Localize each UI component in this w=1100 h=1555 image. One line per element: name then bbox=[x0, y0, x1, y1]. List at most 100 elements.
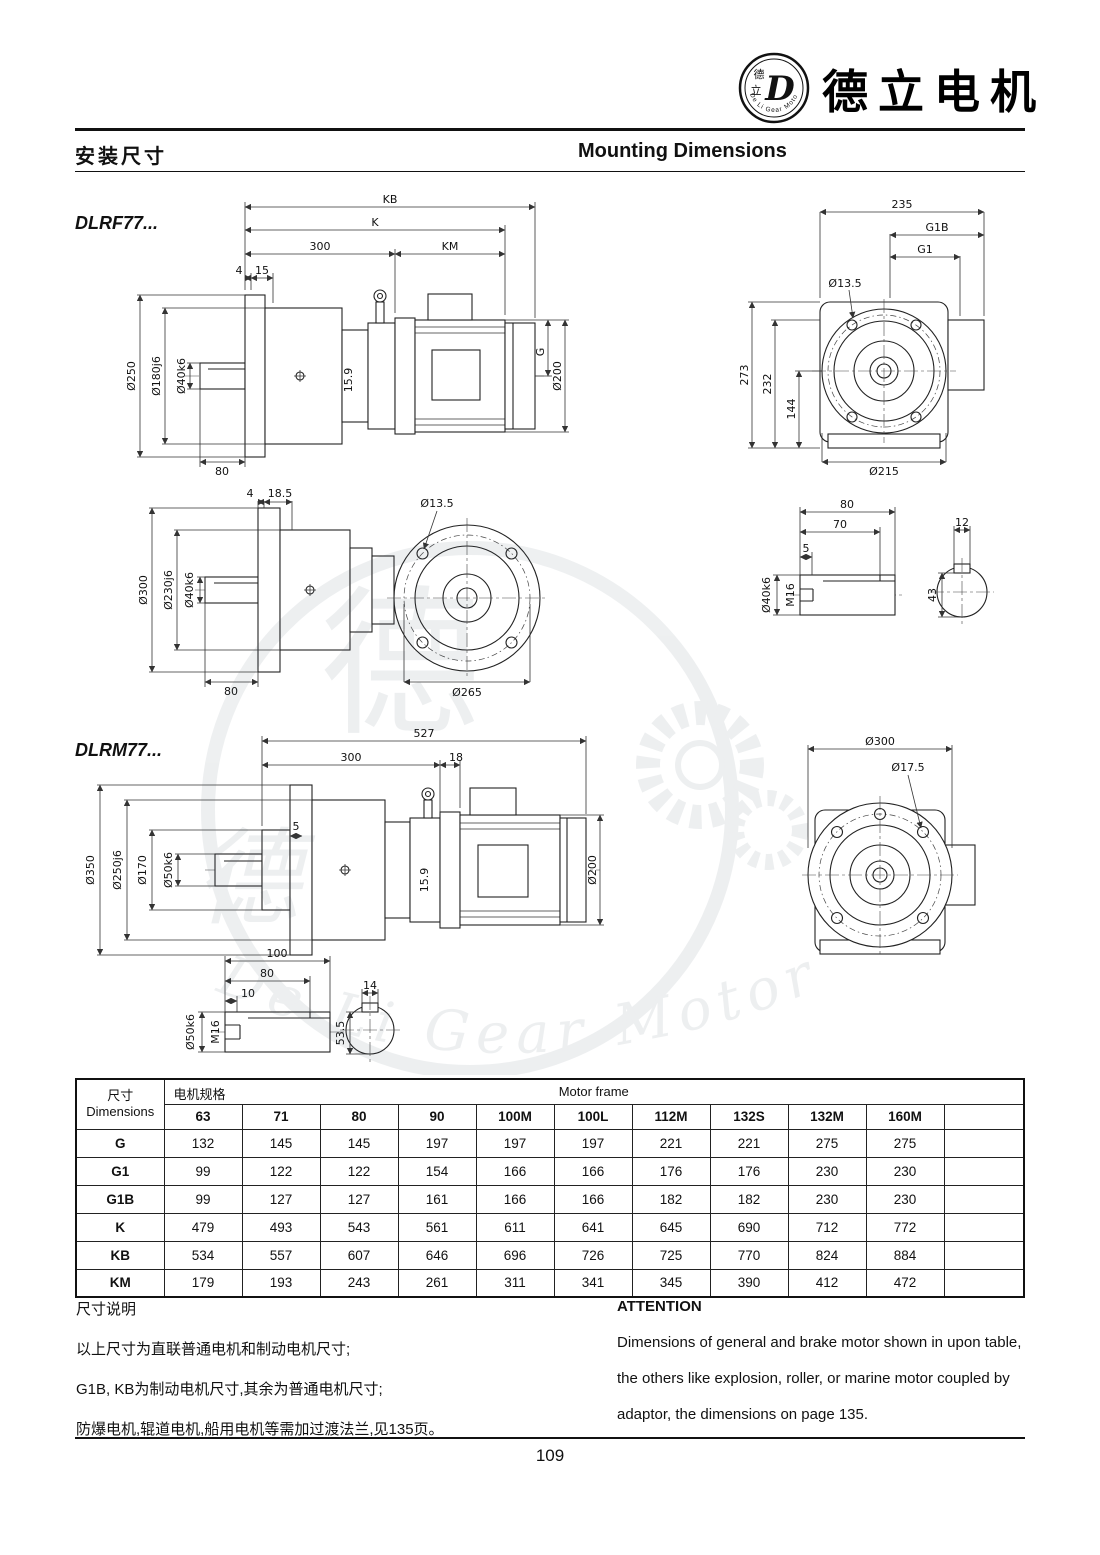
watermark-char-large: 德 bbox=[320, 571, 480, 758]
title-divider bbox=[75, 171, 1025, 172]
dim-kb: KB bbox=[383, 193, 398, 206]
dim-53-5: 53.5 bbox=[334, 1021, 347, 1046]
dim-g1: G1 bbox=[917, 243, 933, 256]
dim-dia200: Ø200 bbox=[551, 361, 564, 391]
d-header-motor-frame: 电机规格 Motor frame bbox=[163, 1078, 1025, 1105]
model-label-dlrm: DLRM77... bbox=[75, 740, 163, 760]
dim-dia13-5: Ø13.5 bbox=[420, 497, 453, 510]
dim-5: 5 bbox=[293, 820, 300, 833]
dim-dia180j6: Ø180j6 bbox=[150, 356, 163, 396]
dimensions-table: 尺寸 Dimensions 电机规格 Motor frame 63 71 80 … bbox=[75, 1078, 1025, 1298]
dim-300: 300 bbox=[310, 240, 331, 253]
dim-5: 5 bbox=[803, 542, 810, 555]
d-header-dimensions: 尺寸 Dimensions bbox=[75, 1078, 165, 1130]
dim-80: 80 bbox=[840, 498, 854, 511]
dlrf-side-view: KB K 300 KM 4 15 80 Ø250 Ø180j6 Ø40k6 15… bbox=[125, 193, 569, 478]
col-90: 90 bbox=[397, 1103, 477, 1130]
shaft-end-40: 12 43 bbox=[926, 516, 994, 626]
watermark-gears bbox=[636, 701, 808, 870]
dim-18: 18 bbox=[449, 751, 463, 764]
dim-80: 80 bbox=[260, 967, 274, 980]
dim-dia350: Ø350 bbox=[84, 855, 97, 885]
dim-4: 4 bbox=[236, 264, 243, 277]
watermark-char-script: 德 bbox=[195, 818, 316, 940]
logo-letter: D bbox=[764, 69, 795, 109]
dim-dia250j6: Ø250j6 bbox=[111, 850, 124, 890]
row-label-g1: G1 bbox=[75, 1156, 165, 1186]
notes-cn-line: 以上尺寸为直联普通电机和制动电机尺寸; bbox=[76, 1341, 351, 1358]
dim-dia170: Ø170 bbox=[136, 855, 149, 885]
row-label-kb: KB bbox=[75, 1240, 165, 1270]
dim-g: G bbox=[534, 348, 547, 357]
dim-70: 70 bbox=[833, 518, 847, 531]
dim-dia40k6: Ø40k6 bbox=[760, 577, 773, 613]
shaft-detail-50: 100 80 10 M16 Ø50k6 bbox=[184, 947, 345, 1053]
dim-dia17-5: Ø17.5 bbox=[891, 761, 924, 774]
header-divider bbox=[75, 128, 1025, 131]
notes-en-line: adaptor, the dimensions on page 135. bbox=[617, 1406, 869, 1423]
dim-144: 144 bbox=[785, 399, 798, 420]
col-160m: 160M bbox=[865, 1103, 945, 1130]
dlrf-front-view: 235 G1B G1 Ø13.5 273 232 144 Ø215 bbox=[738, 198, 985, 478]
dim-14: 14 bbox=[363, 979, 377, 992]
dim-m16: M16 bbox=[784, 583, 797, 607]
dim-dia200: Ø200 bbox=[586, 855, 599, 885]
shaft-detail-40: 80 70 5 M16 Ø40k6 bbox=[760, 498, 905, 616]
page-number: 109 bbox=[535, 1446, 565, 1465]
row-label-g1b: G1B bbox=[75, 1184, 165, 1214]
dim-g1b: G1B bbox=[925, 221, 948, 234]
col-100m: 100M bbox=[475, 1103, 555, 1130]
dim-dia250: Ø250 bbox=[125, 361, 138, 391]
technical-drawings: KB K 300 KM 4 15 80 Ø250 Ø180j6 Ø40k6 15… bbox=[84, 193, 994, 1075]
notes-en-title: ATTENTION bbox=[617, 1298, 702, 1315]
dim-dia265: Ø265 bbox=[452, 686, 482, 699]
notes-cn-title: 尺寸说明 bbox=[76, 1301, 137, 1318]
dim-dia40k6: Ø40k6 bbox=[183, 572, 196, 608]
dim-dia40k6: Ø40k6 bbox=[175, 358, 188, 394]
dim-18-5: 18.5 bbox=[268, 487, 293, 500]
dim-15: 15 bbox=[255, 264, 269, 277]
dim-dia50k6: Ø50k6 bbox=[184, 1014, 197, 1050]
col-63: 63 bbox=[163, 1103, 243, 1130]
dim-15-9: 15.9 bbox=[342, 368, 355, 393]
dim-dia300: Ø300 bbox=[865, 735, 895, 748]
flange-side-view: 4 18.5 80 Ø300 Ø230j6 Ø40k6 bbox=[137, 487, 410, 698]
col-blank bbox=[943, 1103, 1025, 1130]
dim-dia50k6: Ø50k6 bbox=[162, 852, 175, 888]
col-112m: 112M bbox=[631, 1103, 711, 1130]
page-title-en: Mounting Dimensions bbox=[578, 140, 787, 162]
col-100l: 100L bbox=[553, 1103, 633, 1130]
dim-dia300: Ø300 bbox=[137, 575, 150, 605]
dim-m16: M16 bbox=[209, 1020, 222, 1044]
dim-km: KM bbox=[442, 240, 459, 253]
row-label-km: KM bbox=[75, 1268, 165, 1298]
dim-80: 80 bbox=[224, 685, 238, 698]
brand-logo: D 德 立 De Li Gear Motor bbox=[734, 45, 812, 131]
col-80: 80 bbox=[319, 1103, 399, 1130]
brand-name: 德立电机 bbox=[822, 65, 1046, 119]
notes-chinese: 尺寸说明 以上尺寸为直联普通电机和制动电机尺寸; G1B, KB为制动电机尺寸,… bbox=[76, 1298, 444, 1458]
col-71: 71 bbox=[241, 1103, 321, 1130]
notes-cn-line: 防爆电机,辊道电机,船用电机等需加过渡法兰,见135页。 bbox=[76, 1421, 444, 1438]
row-label-g: G bbox=[75, 1128, 165, 1158]
dim-15-9: 15.9 bbox=[418, 868, 431, 893]
dim-dia230j6: Ø230j6 bbox=[162, 570, 175, 610]
notes-en-line: Dimensions of general and brake motor sh… bbox=[617, 1334, 1022, 1351]
dlrm-front-view: Ø300 Ø17.5 bbox=[802, 735, 976, 955]
col-132s: 132S bbox=[709, 1103, 789, 1130]
logo-char-top: 德 bbox=[754, 67, 765, 81]
logo-outer-ring bbox=[738, 52, 810, 124]
dim-80: 80 bbox=[215, 465, 229, 478]
dim-235: 235 bbox=[892, 198, 913, 211]
dim-dia13-5: Ø13.5 bbox=[828, 277, 861, 290]
dim-100: 100 bbox=[267, 947, 288, 960]
dim-273: 273 bbox=[738, 365, 751, 386]
dim-43: 43 bbox=[926, 588, 939, 602]
model-label-dlrf: DLRF77... bbox=[75, 213, 159, 233]
dim-12: 12 bbox=[955, 516, 969, 529]
logo-inner-ring bbox=[744, 58, 804, 118]
